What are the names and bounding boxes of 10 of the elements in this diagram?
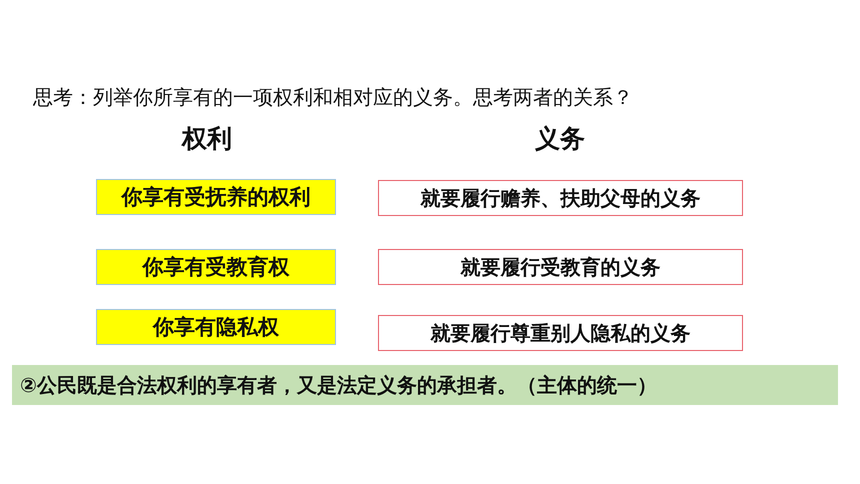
rights-box: 你享有隐私权 <box>96 309 336 345</box>
duty-box: 就要履行尊重别人隐私的义务 <box>378 315 743 351</box>
column-heading: 义务 <box>535 123 585 155</box>
duty-box: 就要履行受教育的义务 <box>378 249 743 285</box>
duty-box: 就要履行赡养、扶助父母的义务 <box>378 180 743 216</box>
question-text: 思考：列举你所享有的一项权利和相对应的义务。思考两者的关系？ <box>33 84 633 111</box>
column-heading: 权利 <box>182 123 232 155</box>
rights-box: 你享有受教育权 <box>96 249 336 285</box>
rights-box: 你享有受抚养的权利 <box>96 179 336 215</box>
conclusion-band: ②公民既是合法权利的享有者，又是法定义务的承担者。（主体的统一） <box>12 365 838 405</box>
